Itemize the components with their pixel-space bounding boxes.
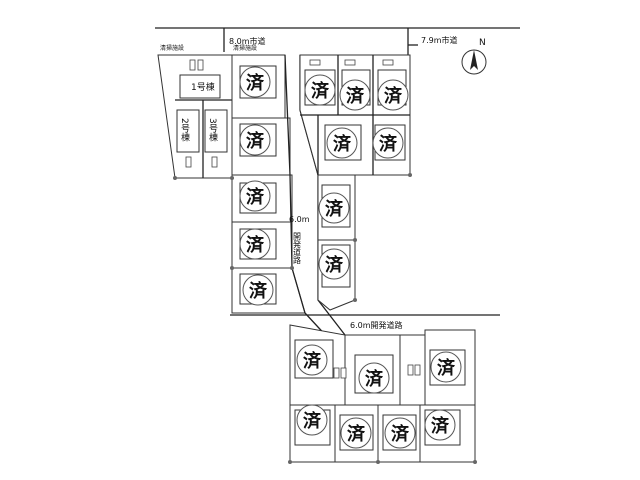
svg-text:済: 済 (333, 133, 352, 155)
building-3 (204, 109, 228, 153)
boundary-markers (173, 173, 477, 464)
building-3-label: 3号棟 (207, 118, 218, 143)
sold-mark: 済 (358, 362, 390, 394)
svg-text:済: 済 (391, 423, 410, 445)
sold-mark: 済 (304, 74, 336, 106)
svg-text:済: 済 (365, 368, 384, 390)
building-1 (179, 74, 221, 99)
sold-mark: 済 (239, 180, 271, 212)
road-lines (155, 27, 520, 316)
sold-mark: 済 (296, 404, 328, 436)
south-road-label: 6.0m開発道路 (350, 320, 403, 330)
sold-mark: 済 (296, 344, 328, 376)
svg-text:済: 済 (246, 72, 265, 94)
block-south (289, 324, 476, 463)
sold-mark: 済 (239, 228, 271, 260)
north-compass: N (461, 38, 487, 75)
sold-mark: 済 (242, 274, 274, 306)
svg-text:済: 済 (303, 350, 322, 372)
sold-mark: 済 (372, 127, 404, 159)
sold-mark: 済 (239, 66, 271, 98)
svg-text:済: 済 (303, 410, 322, 432)
north-road-label: 8.0m市道 (229, 36, 266, 46)
sold-mark: 済 (424, 409, 456, 441)
svg-text:済: 済 (325, 254, 344, 276)
svg-text:済: 済 (431, 415, 450, 437)
building-2-label: 2号棟 (179, 118, 190, 143)
building-2 (176, 109, 200, 153)
block-northwest (157, 54, 233, 179)
svg-text:済: 済 (249, 280, 268, 302)
sold-mark: 済 (239, 124, 271, 156)
sold-mark: 済 (377, 79, 409, 111)
svg-text:済: 済 (384, 85, 403, 107)
north-label: N (479, 38, 486, 48)
facility-label-right: 清掃施設 (233, 44, 257, 52)
svg-text:済: 済 (246, 186, 265, 208)
east-road-label: 7.9m市道 (421, 35, 458, 45)
north-arrow-icon (470, 50, 478, 70)
svg-text:済: 済 (346, 85, 365, 107)
svg-text:済: 済 (325, 198, 344, 220)
svg-text:済: 済 (437, 357, 456, 379)
sold-mark: 済 (318, 248, 350, 280)
central-road-vertical-label: 開発道路 (293, 232, 302, 264)
sold-mark: 済 (430, 351, 462, 383)
sold-mark: 済 (384, 417, 416, 449)
sold-mark: 済 (340, 417, 372, 449)
svg-text:済: 済 (347, 423, 366, 445)
building-1-label: 1号棟 (191, 81, 215, 93)
facility-label-left: 清掃施設 (160, 44, 184, 52)
central-road-label: 6.0m (289, 215, 310, 224)
map-labels: 8.0m市道 7.9m市道 6.0m 開発道路 6.0m開発道路 清掃施設 清掃… (160, 35, 458, 330)
sold-mark: 済 (339, 79, 371, 111)
svg-text:済: 済 (311, 80, 330, 102)
sold-mark: 済 (326, 127, 358, 159)
sold-mark: 済 (318, 192, 350, 224)
svg-text:済: 済 (246, 130, 265, 152)
svg-text:済: 済 (379, 133, 398, 155)
sold-markers: 済 済 済 済 済 済 済 済 済 済 済 済 済 済 済 済 済 済 済 (239, 66, 462, 449)
svg-text:済: 済 (246, 234, 265, 256)
